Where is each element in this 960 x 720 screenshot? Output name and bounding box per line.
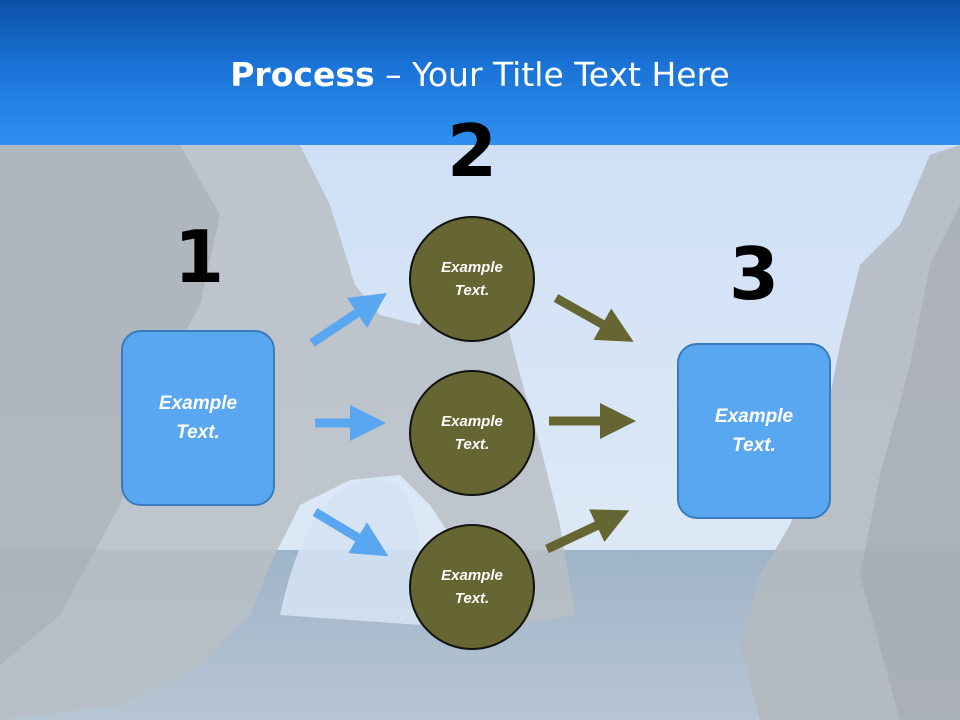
circle-middle-text: Example Text. (441, 413, 503, 453)
circle-top-text: Example Text. (441, 259, 503, 299)
step-number-2: 2 (446, 109, 498, 193)
step-2-circle-top: Example Text. (409, 216, 535, 342)
step-2-circle-bottom: Example Text. (409, 524, 535, 650)
title-bar (0, 0, 960, 145)
arrow-from-circle-1 (553, 294, 634, 342)
arrow-to-circle-1 (309, 293, 387, 347)
step-number-1: 1 (173, 215, 225, 299)
arrow-to-circle-3 (312, 508, 389, 557)
slide-title: Process – Your Title Text Here (0, 55, 960, 95)
title-bold: Process (230, 55, 375, 94)
title-rest: – Your Title Text Here (374, 55, 730, 94)
step-3-box: Example Text. (677, 343, 831, 519)
arrow-from-circle-3 (545, 509, 630, 554)
step-3-text: Example Text. (714, 406, 794, 456)
step-1-text: Example Text. (158, 393, 238, 443)
step-1-box: Example Text. (121, 330, 275, 506)
step-2-circle-middle: Example Text. (409, 370, 535, 496)
step-number-3: 3 (728, 232, 780, 316)
circle-bottom-text: Example Text. (441, 567, 503, 607)
